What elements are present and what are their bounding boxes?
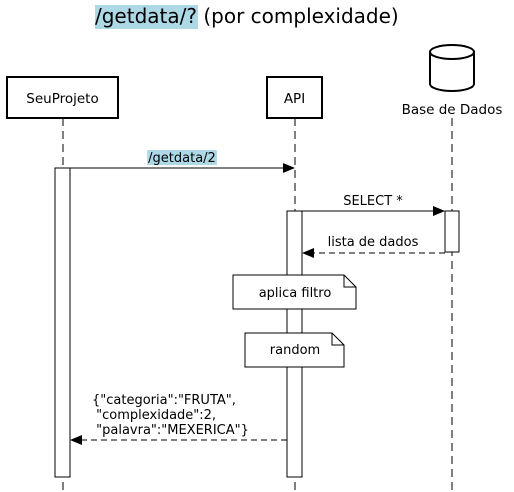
note-label: random xyxy=(270,343,320,358)
activation-seuprojeto xyxy=(54,167,71,478)
activation-database xyxy=(444,210,460,253)
participant-box xyxy=(266,76,323,119)
message-request: /getdata/2 xyxy=(70,150,295,173)
participant-label: SeuProjeto xyxy=(26,91,98,107)
participant-label: API xyxy=(284,91,305,107)
participant-box xyxy=(6,76,119,119)
note-filter: aplica filtro xyxy=(232,274,357,310)
message-label-line2: "complexidade":2, xyxy=(92,408,216,423)
message-label-line1: {"categoria":"FRUTA", xyxy=(92,393,236,408)
title-rest-text: (por complexidade) xyxy=(197,4,399,28)
note-fold xyxy=(343,275,356,288)
note-shape xyxy=(232,274,357,310)
message-label: lista de dados xyxy=(328,235,419,250)
message-label: SELECT * xyxy=(343,194,403,209)
arrow-head-icon xyxy=(302,248,314,258)
message-response: {"categoria":"FRUTA", "complexidade":2, … xyxy=(70,393,287,445)
participant-database: Base de Dados xyxy=(402,44,503,118)
message-highlight xyxy=(147,150,217,165)
arrow-head-icon xyxy=(433,206,445,216)
note-random: random xyxy=(244,332,345,368)
participant-api: API xyxy=(266,76,323,119)
message-label: /getdata/2 xyxy=(148,151,216,166)
diagram-title: /getdata/? (por complexidade) xyxy=(95,4,399,28)
arrow-head-icon xyxy=(70,435,82,445)
title-highlight xyxy=(95,5,198,29)
note-label: aplica filtro xyxy=(259,286,332,301)
database-cylinder-icon xyxy=(429,44,475,92)
note-fold xyxy=(331,333,344,346)
title-highlight-text: /getdata/? xyxy=(95,4,197,28)
note-shape xyxy=(244,332,345,368)
message-list: lista de dados xyxy=(302,235,445,258)
arrow-head-icon xyxy=(283,163,295,173)
message-select: SELECT * xyxy=(302,194,445,216)
participant-label: Base de Dados xyxy=(402,102,503,118)
message-label-line3: "palavra":"MEXERICA"} xyxy=(92,423,249,438)
participant-seuprojeto: SeuProjeto xyxy=(6,76,119,119)
